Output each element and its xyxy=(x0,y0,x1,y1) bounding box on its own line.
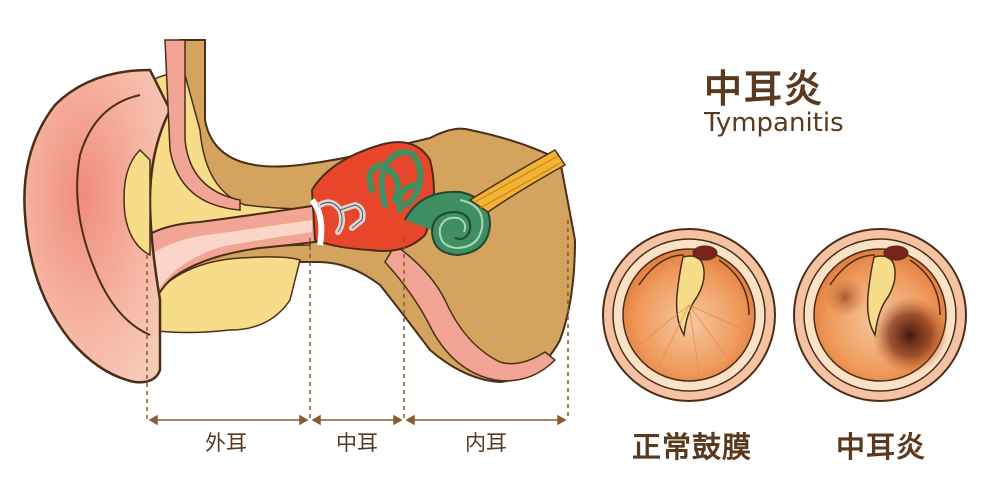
region-label-middle-ear: 中耳 xyxy=(336,431,378,455)
title-chinese: 中耳炎 xyxy=(704,67,825,111)
cochlea xyxy=(404,190,492,257)
arrow-middle-right xyxy=(393,414,403,426)
eardrum-normal xyxy=(602,228,776,402)
arrow-inner-left xyxy=(405,414,415,426)
caption-tympanitis: 中耳炎 xyxy=(836,430,927,464)
skin-lining xyxy=(384,243,557,382)
arrow-inner-right xyxy=(557,414,567,426)
drum-top-spot-normal xyxy=(692,245,718,261)
nerve-strands xyxy=(474,155,563,209)
semicircular-canals xyxy=(366,149,424,213)
eardrum-inflamed xyxy=(793,228,967,402)
eardrum xyxy=(309,198,325,246)
arrow-middle-left xyxy=(311,414,321,426)
ear-cross-section xyxy=(23,39,577,426)
scalp-skin xyxy=(164,39,241,211)
region-brackets xyxy=(148,414,567,426)
ear-canal xyxy=(129,204,331,331)
ear-canal-lumen xyxy=(140,220,312,290)
region-label-outer-ear: 外耳 xyxy=(205,431,247,455)
pinna-fold xyxy=(76,94,151,336)
arrow-outer-right xyxy=(299,414,309,426)
region-dividers xyxy=(146,220,569,420)
arrow-outer-left xyxy=(148,414,158,426)
cochlea-spiral xyxy=(438,199,484,250)
inflammation-spot-large xyxy=(872,297,948,373)
title-english: Tympanitis xyxy=(704,108,844,138)
caption-normal-eardrum: 正常鼓膜 xyxy=(632,430,753,464)
malleus-inflamed xyxy=(866,255,896,338)
region-label-inner-ear: 内耳 xyxy=(465,431,507,455)
drum-top-spot-inflamed xyxy=(883,245,909,261)
concha xyxy=(123,148,151,257)
lower-fat-area xyxy=(149,256,301,334)
ossicles-outline xyxy=(319,201,364,233)
inflammation-spot-small xyxy=(825,277,865,317)
